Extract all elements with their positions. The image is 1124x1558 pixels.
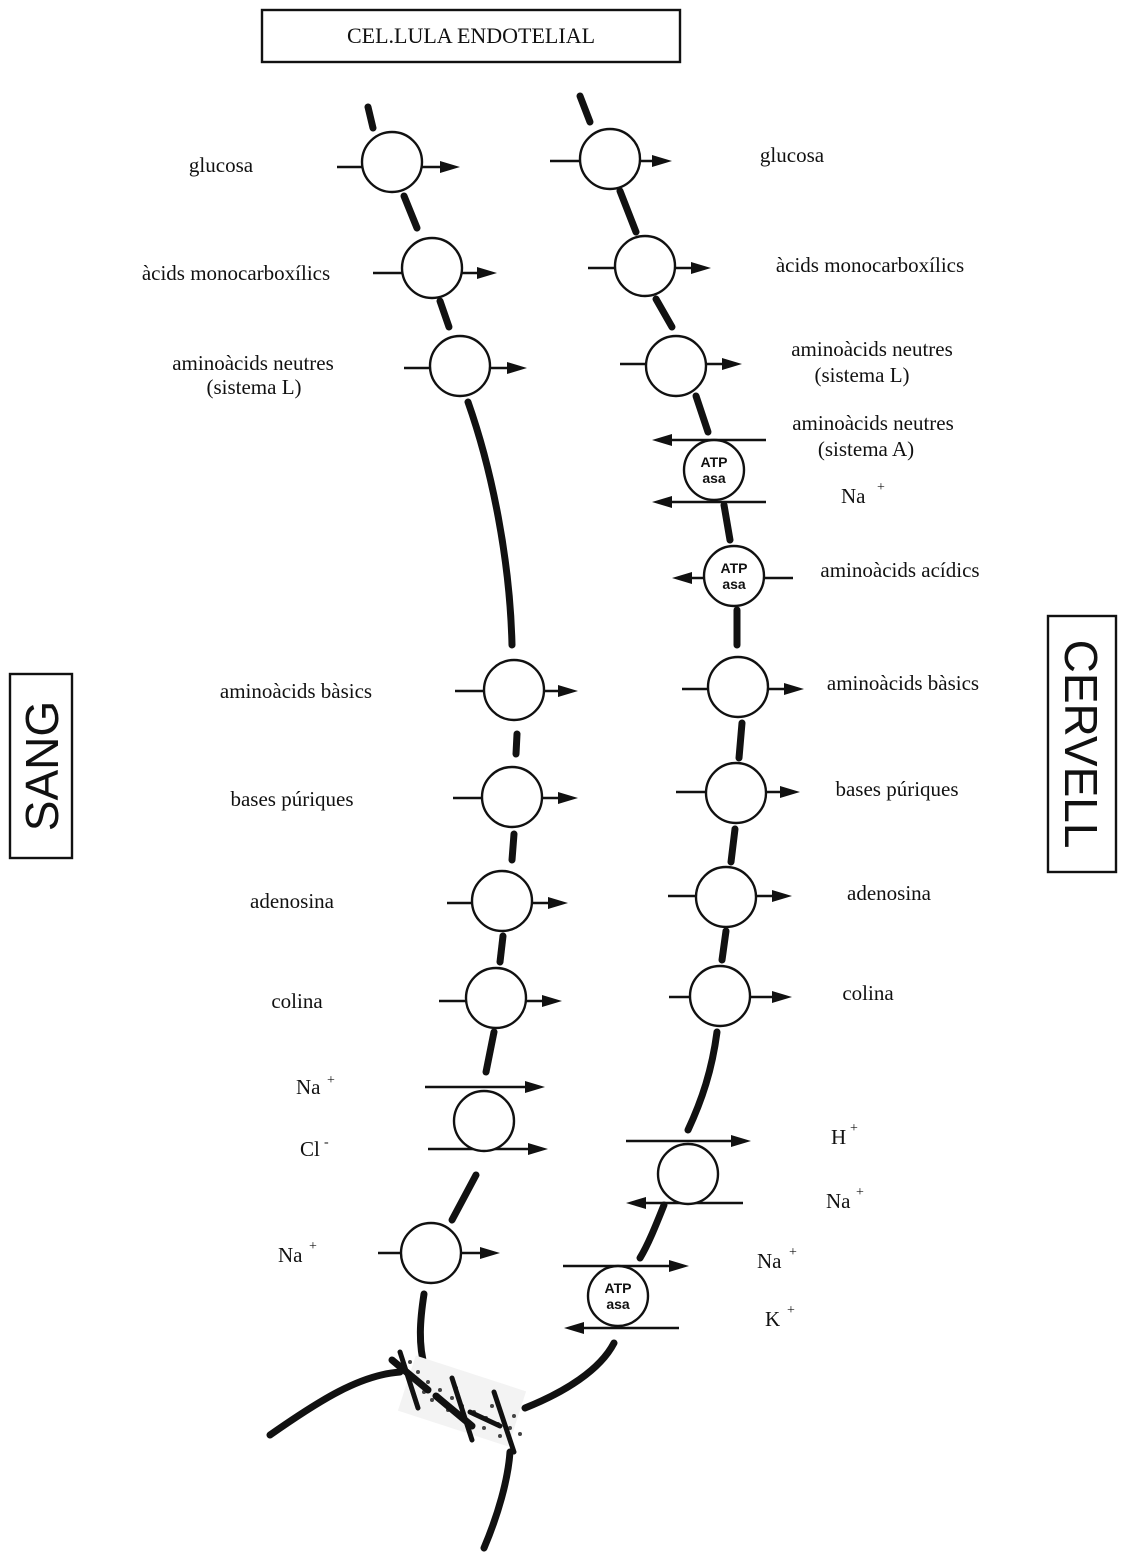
left-membrane-segment: [516, 734, 517, 754]
transporter-right-glucosa: [580, 129, 640, 189]
label-left-na2: Na: [278, 1243, 303, 1267]
label-right-basics: aminoàcids bàsics: [827, 671, 979, 695]
atpase-label-top: ATP: [721, 560, 748, 576]
label-right-k: K: [765, 1307, 780, 1331]
transporter-left-neutres-l: [430, 336, 490, 396]
left-membrane-segment: [452, 1175, 476, 1220]
right-membrane-segment: [620, 191, 636, 232]
transporter-right-neutres-l: [646, 336, 706, 396]
right-membrane-segment: [724, 505, 730, 540]
label-left-cl-sup: -: [324, 1135, 329, 1150]
label-right-glucosa: glucosa: [760, 143, 825, 167]
right-membrane-segment: [656, 299, 672, 327]
label-right-na-h-sup: +: [856, 1185, 864, 1200]
transporter-right-puriques: [706, 763, 766, 823]
label-right-colina: colina: [842, 981, 894, 1005]
left-membrane-segment: [420, 1294, 425, 1368]
transporter-right-colina: [690, 966, 750, 1026]
label-right-na-k: Na: [757, 1249, 782, 1273]
right-membrane-segment: [640, 1205, 664, 1258]
label-right-neutres-l2: (sistema L): [814, 363, 909, 387]
right-membrane-segment: [696, 396, 708, 432]
label-right-monocarbox: àcids monocarboxílics: [776, 253, 964, 277]
label-right-na-a: Na: [841, 484, 866, 508]
transporter-left-na: [401, 1223, 461, 1283]
atpase-label-top: ATP: [701, 454, 728, 470]
left-membrane-segment: [440, 301, 449, 327]
transporter-right-h-na: [658, 1144, 718, 1204]
left-membrane-segment: [512, 834, 514, 860]
arrow-layer: [337, 155, 804, 1334]
right-membrane-segment: [580, 96, 590, 122]
atpase-label-bottom: asa: [722, 576, 746, 592]
label-right-adenosina: adenosina: [847, 881, 932, 905]
right-cell-edge: [484, 1452, 510, 1548]
cervell-label: CERVELL: [1055, 640, 1107, 849]
transporter-left-colina: [466, 968, 526, 1028]
label-left-colina: colina: [271, 989, 323, 1013]
left-membrane-segment: [368, 107, 373, 128]
label-left-na2-sup: +: [309, 1239, 317, 1254]
label-right-h: H: [831, 1125, 846, 1149]
label-right-puriques: bases púriques: [835, 777, 958, 801]
label-left-neutres-l2: (sistema L): [206, 375, 301, 399]
right-membrane-segment: [525, 1343, 614, 1408]
label-left-na: Na: [296, 1075, 321, 1099]
right-membrane-segment: [722, 931, 726, 960]
label-left-basics: aminoàcids bàsics: [220, 679, 372, 703]
right-membrane-segment: [739, 723, 742, 758]
transporter-right-adenosina: [696, 867, 756, 927]
label-right-h-sup: +: [850, 1121, 858, 1136]
atpase-label-top: ATP: [605, 1280, 632, 1296]
label-left-neutres-l1: aminoàcids neutres: [172, 351, 334, 375]
atpase-label-bottom: asa: [702, 470, 726, 486]
label-right-na-a-sup: +: [877, 480, 885, 495]
left-membrane-segment: [486, 1032, 494, 1072]
label-left-adenosina: adenosina: [250, 889, 335, 913]
transporter-left-na-cl: [454, 1091, 514, 1151]
left-membrane-segment: [404, 196, 417, 228]
transporter-left-adenosina: [472, 871, 532, 931]
label-left-puriques: bases púriques: [230, 787, 353, 811]
label-left-monocarbox: àcids monocarboxílics: [142, 261, 330, 285]
label-right-na-k-sup: +: [789, 1245, 797, 1260]
transporter-right-basics: [708, 657, 768, 717]
transporter-left-monocarbox: [402, 238, 462, 298]
transporter-right-monocarbox: [615, 236, 675, 296]
tight-junction: [392, 1352, 526, 1452]
label-left-na-sup: +: [327, 1073, 335, 1088]
label-right-na-h: Na: [826, 1189, 851, 1213]
atpase-label-bottom: asa: [606, 1296, 630, 1312]
label-left-cl: Cl: [300, 1137, 320, 1161]
label-right-neutres-a2: (sistema A): [818, 437, 914, 461]
label-right-k-sup: +: [787, 1303, 795, 1318]
title-label: CEL.LULA ENDOTELIAL: [347, 23, 595, 48]
transporter-left-basics: [484, 660, 544, 720]
right-membrane-segment: [688, 1032, 717, 1130]
label-right-neutres-l1: aminoàcids neutres: [791, 337, 953, 361]
left-cell-edge: [270, 1372, 400, 1435]
left-membrane-segment: [468, 402, 512, 645]
label-left-glucosa: glucosa: [189, 153, 254, 177]
label-right-acidics: aminoàcids acídics: [820, 558, 979, 582]
transporter-left-glucosa: [362, 132, 422, 192]
right-membrane-segment: [731, 829, 735, 862]
transporter-left-puriques: [482, 767, 542, 827]
left-membrane-segment: [500, 936, 503, 962]
sang-label: SANG: [16, 701, 68, 831]
label-right-neutres-a1: aminoàcids neutres: [792, 411, 954, 435]
